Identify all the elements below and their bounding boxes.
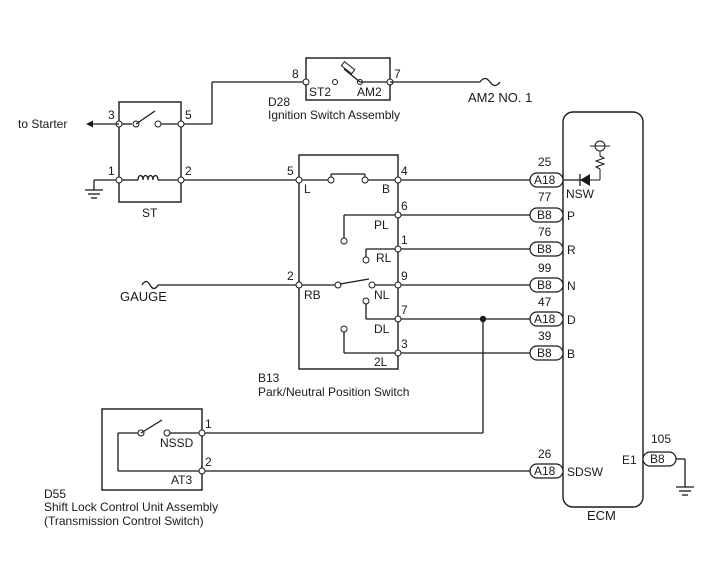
ecm-pin-number: 47	[538, 295, 552, 309]
ecm-connector: B8	[650, 452, 665, 466]
pnp-switch-box	[298, 154, 399, 370]
ignition-switch: 8 7 ST2 AM2 AM2 NO. 1 D28 Ignition Switc…	[211, 57, 532, 124]
ig-code: D28	[268, 95, 290, 109]
ecm-pin-r: 76 B8 R	[529, 225, 576, 257]
ecm-pin-e1: 105 E1 B8	[622, 432, 694, 496]
pnp-terminal-rb: RB	[304, 288, 321, 302]
pnp-code: B13	[258, 371, 280, 385]
ecm-pin-number: 39	[538, 329, 552, 343]
ecm-pin-number: 26	[538, 447, 552, 461]
ecm-pin-number: 25	[538, 155, 552, 169]
ecm-pin-d: 47 A18 D	[529, 295, 576, 327]
am2-fuse-label: AM2 NO. 1	[468, 90, 532, 105]
ecm-signal: D	[567, 313, 576, 327]
ecm-connector: B8	[537, 346, 552, 360]
ecm-connectors: 25 A18 NSW 77 B8 P 76 B8 R 99 B8 N 47 A1…	[529, 155, 694, 496]
ecm-label: ECM	[587, 508, 616, 523]
ecm-signal: SDSW	[567, 465, 604, 479]
pnp-pin-7: 7	[401, 303, 408, 317]
ecm-pin-number: 77	[538, 190, 552, 204]
pnp-switch: L B 5 4 PL 6 RL 1 GAUGE RB NL 2 9	[120, 154, 409, 399]
ecm-connector: A18	[534, 173, 556, 187]
ig-terminal-st2: ST2	[309, 85, 331, 99]
pnp-terminal-l: L	[304, 182, 311, 196]
ecm-signal: R	[567, 243, 576, 257]
pnp-pin-5: 5	[287, 164, 294, 178]
pnp-terminal-rl: RL	[376, 251, 392, 265]
shift-lock-box	[101, 408, 203, 491]
to-starter-label: to Starter	[18, 117, 67, 131]
sl-code: D55	[44, 487, 66, 501]
ig-pin-8: 8	[292, 67, 299, 81]
ig-name: Ignition Switch Assembly	[268, 108, 400, 122]
st-pin-1: 1	[108, 164, 115, 178]
sl-pin-1: 1	[205, 417, 212, 431]
sl-terminal-nssd: NSSD	[160, 436, 194, 450]
ecm-signal: B	[567, 347, 575, 361]
ecm-pin-n: 99 B8 N	[529, 261, 576, 293]
pnp-terminal-2l: 2L	[374, 355, 388, 369]
sl-pin-2: 2	[205, 455, 212, 469]
sl-subname: (Transmission Control Switch)	[44, 514, 204, 528]
sl-name: Shift Lock Control Unit Assembly	[44, 500, 218, 514]
ecm-box	[562, 111, 644, 508]
st-pin-2: 2	[185, 164, 192, 178]
ecm-connector: A18	[534, 312, 556, 326]
pnp-pin-9: 9	[401, 269, 408, 283]
pnp-ecm-wires	[202, 179, 530, 472]
ecm-signal: NSW	[566, 187, 595, 201]
st-relay: to Starter 3 5 1 2 ST	[18, 101, 299, 220]
pnp-pin-6: 6	[401, 199, 408, 213]
pnp-terminal-b: B	[382, 182, 390, 196]
pnp-pin-2: 2	[287, 269, 294, 283]
gauge-label: GAUGE	[120, 289, 167, 304]
ecm-pin-number: 99	[538, 261, 552, 275]
ecm-pin-nsw: 25 A18 NSW	[529, 155, 595, 201]
ecm-connector: B8	[537, 242, 552, 256]
ig-pin-7: 7	[394, 67, 401, 81]
pnp-pin-1: 1	[401, 233, 408, 247]
ecm-signal: P	[567, 209, 575, 223]
pnp-name: Park/Neutral Position Switch	[258, 385, 409, 399]
ig-terminal-am2: AM2	[357, 85, 382, 99]
ecm-connector: B8	[537, 208, 552, 222]
ecm-signal: E1	[622, 453, 637, 467]
ecm-pin-number: 105	[651, 432, 671, 446]
sl-terminal-at3: AT3	[171, 473, 192, 487]
st-relay-label: ST	[142, 206, 158, 220]
pnp-terminal-dl: DL	[374, 322, 390, 336]
pnp-pin-3: 3	[401, 337, 408, 351]
ecm: ECM	[562, 111, 644, 523]
ecm-connector: A18	[534, 464, 556, 478]
st-relay-box	[118, 101, 182, 203]
pnp-terminal-nl: NL	[374, 288, 390, 302]
ecm-connector: B8	[537, 278, 552, 292]
shift-lock-unit: NSSD AT3 1 2 D55 Shift Lock Control Unit…	[44, 408, 218, 528]
pnp-pin-4: 4	[401, 164, 408, 178]
st-pin-5: 5	[185, 108, 192, 122]
ecm-pin-p: 77 B8 P	[529, 190, 575, 223]
ecm-pin-number: 76	[538, 225, 552, 239]
ecm-signal: N	[567, 279, 576, 293]
ecm-pin-sdsw: 26 A18 SDSW	[529, 447, 604, 479]
pnp-terminal-pl: PL	[374, 218, 389, 232]
st-pin-3: 3	[108, 108, 115, 122]
ecm-pin-b: 39 B8 B	[529, 329, 575, 361]
